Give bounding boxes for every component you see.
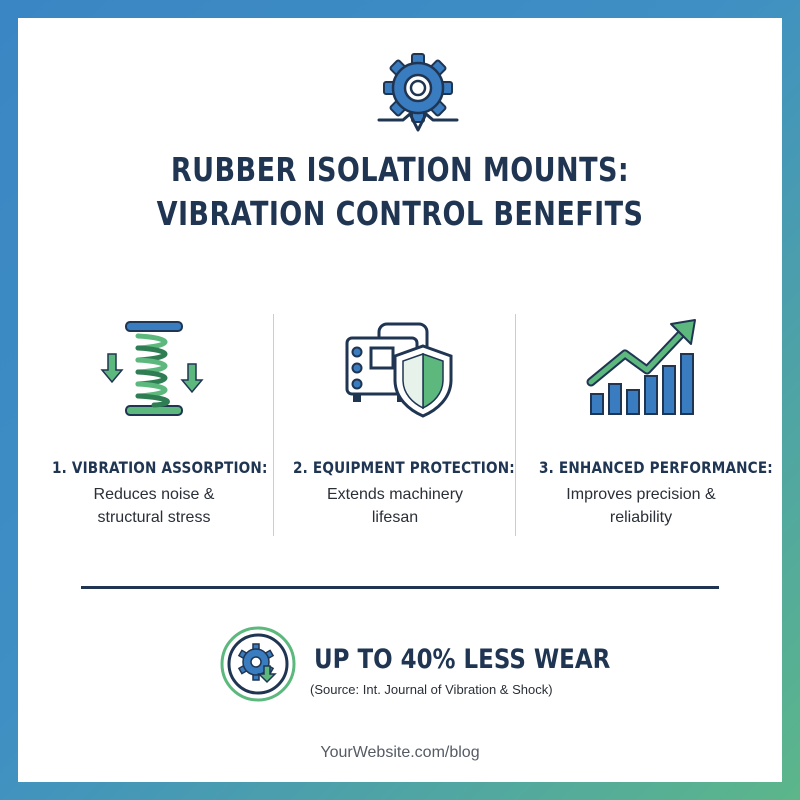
benefit-description: Reduces noise & structural stress bbox=[34, 483, 274, 529]
benefit-heading: 3. ENHANCED PERFORMANCE: bbox=[539, 458, 773, 477]
benefit-heading: 2. EQUIPMENT PROTECTION: bbox=[293, 458, 515, 477]
benefit-equipment-protection: 2. EQUIPMENT PROTECTION: Extends machine… bbox=[275, 318, 515, 529]
stat-source: (Source: Int. Journal of Vibration & Sho… bbox=[310, 682, 553, 697]
title-line-1: RUBBER ISOLATION MOUNTS: bbox=[170, 150, 630, 189]
gear-with-heartbeat-icon bbox=[377, 53, 459, 132]
machine-shield-icon bbox=[345, 322, 453, 418]
description-line: Improves precision & bbox=[566, 486, 716, 503]
growth-chart-icon bbox=[586, 319, 696, 415]
description-line: structural stress bbox=[97, 509, 211, 526]
footer-url: YourWebsite.com/blog bbox=[320, 744, 480, 761]
description-line: Reduces noise & bbox=[93, 486, 215, 503]
title-line-2: VIBRATION CONTROL BENEFITS bbox=[156, 194, 644, 233]
benefit-description: Improves precision & reliability bbox=[521, 483, 761, 529]
benefit-heading: 1. VIBRATION ASSORPTION: bbox=[52, 458, 268, 477]
column-divider bbox=[515, 314, 516, 536]
description-line: lifesan bbox=[371, 509, 419, 526]
benefit-description: Extends machinery lifesan bbox=[275, 483, 515, 529]
section-divider bbox=[81, 586, 719, 589]
description-line: reliability bbox=[609, 509, 673, 526]
gear-down-arrow-icon bbox=[220, 626, 296, 702]
spring-vibration-icon bbox=[100, 321, 204, 416]
description-line: Extends machinery bbox=[326, 486, 464, 503]
benefit-vibration-absorption: 1. VIBRATION ASSORPTION: Reduces noise &… bbox=[34, 318, 274, 529]
page-title: RUBBER ISOLATION MOUNTS: VIBRATION CONTR… bbox=[87, 148, 713, 236]
benefit-enhanced-performance: 3. ENHANCED PERFORMANCE: Improves precis… bbox=[521, 318, 773, 529]
stat-headline: UP TO 40% LESS WEAR bbox=[314, 644, 611, 675]
infographic-panel: RUBBER ISOLATION MOUNTS: VIBRATION CONTR… bbox=[18, 18, 782, 782]
column-divider bbox=[273, 314, 274, 536]
